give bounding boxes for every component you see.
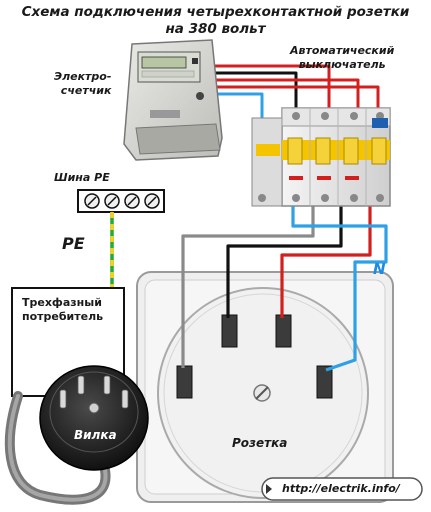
socket-plate — [136, 271, 394, 503]
diagram-title-line1: Схема подключения четырехконтактной розе… — [21, 4, 410, 20]
breaker-label-line1: Автоматический — [290, 44, 395, 57]
circuit-breaker-icon — [251, 107, 391, 207]
plug-cable — [4, 391, 111, 505]
plug-icon — [39, 365, 149, 471]
wire-phase-c — [181, 200, 315, 368]
wire-neutral — [291, 205, 388, 372]
socket-wires — [181, 200, 388, 372]
source-url[interactable]: http://electrik.info/ — [282, 482, 400, 495]
wire-phase-b — [226, 200, 343, 318]
pe-wire-label: PE — [62, 234, 85, 253]
meter-label-line2: счетчик — [60, 84, 112, 97]
meter-wires — [214, 64, 380, 140]
meter-label: Электро- счетчик — [54, 70, 111, 98]
consumer-label-line1: Трехфазный — [22, 296, 102, 309]
url-badge — [261, 477, 423, 501]
meter-label-line1: Электро- — [54, 70, 112, 83]
breaker-label-line2: выключатель — [298, 58, 386, 71]
electric-meter-icon — [123, 39, 223, 161]
plug-label: Вилка — [74, 428, 117, 442]
consumer-label: Трехфазный потребитель — [22, 296, 103, 324]
pe-busbar-icon — [77, 189, 165, 213]
socket-label: Розетка — [232, 436, 288, 450]
consumer-label-line2: потребитель — [22, 310, 104, 323]
neutral-label: N — [373, 260, 386, 278]
pe-bus-label: Шина PE — [54, 171, 110, 184]
breaker-label: Автоматический выключатель — [290, 44, 394, 72]
diagram-title-line2: на 380 вольт — [165, 21, 266, 37]
